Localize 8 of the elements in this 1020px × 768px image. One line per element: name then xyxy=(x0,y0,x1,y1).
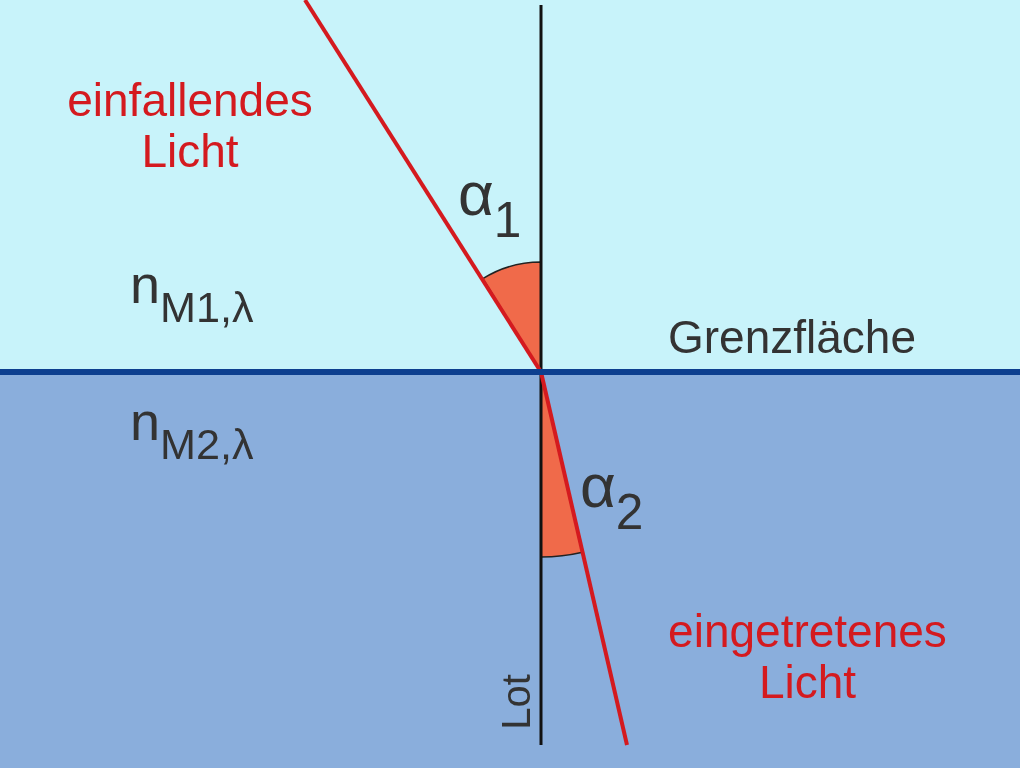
interface-label: Grenzfläche xyxy=(668,312,916,363)
refractive-index-label: n$_{M2,λ}$ xyxy=(130,392,254,469)
ray-label: einfallendes Licht xyxy=(66,75,314,177)
angle-symbol: α$_{2}$ xyxy=(580,452,644,540)
ray-label: eingetretenes Licht xyxy=(667,606,948,708)
angle-symbol: α$_{1}$ xyxy=(458,160,522,248)
normal-line-label: Lot xyxy=(493,674,538,730)
refractive-index-label: n$_{M1,λ}$ xyxy=(130,255,254,332)
